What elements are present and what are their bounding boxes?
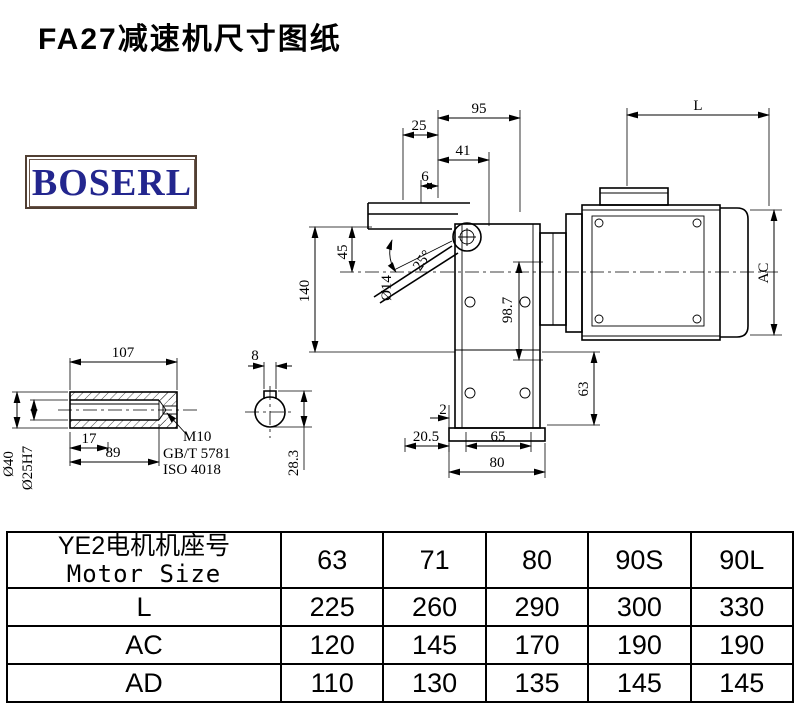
key-section-outline bbox=[254, 390, 286, 428]
page-title: FA27减速机尺寸图纸 bbox=[38, 23, 342, 56]
dim-dia25h7: Ø25H7 bbox=[20, 445, 36, 490]
dim-41: 41 bbox=[456, 143, 471, 159]
dim-80: 80 bbox=[490, 455, 505, 471]
table-cell: 190 bbox=[587, 625, 692, 665]
motor-detail-lines bbox=[582, 192, 720, 337]
dim-25: 25 bbox=[412, 118, 427, 134]
table-cell: 290 bbox=[484, 587, 590, 627]
dim-89: 89 bbox=[106, 445, 121, 461]
table-cell: 260 bbox=[382, 587, 487, 627]
row-label-AC: AC bbox=[6, 625, 282, 665]
table-header-row: YE2电机机座号 Motor Size 63 71 80 90S 90L bbox=[6, 531, 795, 589]
row-label-AD: AD bbox=[6, 663, 282, 703]
table-cell: 300 bbox=[587, 587, 692, 627]
dim-6: 6 bbox=[421, 169, 429, 185]
table-cell: 170 bbox=[484, 625, 590, 665]
key-section-centerlines bbox=[245, 386, 295, 438]
table-row-L: L 225 260 290 300 330 bbox=[6, 587, 795, 627]
table-cell: 130 bbox=[382, 663, 487, 703]
dim-63: 63 bbox=[576, 382, 592, 397]
table-cell: 330 bbox=[689, 587, 795, 627]
shaft-detail-extension-lines bbox=[12, 358, 178, 466]
table-cell: 190 bbox=[689, 625, 795, 665]
boserl-logo: BOSERL bbox=[25, 155, 197, 209]
table-cell: 110 bbox=[279, 663, 385, 703]
shaft-detail-lines bbox=[70, 399, 189, 437]
main-view-extension-lines bbox=[309, 108, 782, 478]
table-cell: 145 bbox=[689, 663, 795, 703]
logo-text: BOSERL bbox=[31, 162, 193, 204]
dim-28-3: 28.3 bbox=[286, 450, 302, 476]
dim-95: 95 bbox=[472, 101, 487, 117]
motor-size-table: YE2电机机座号 Motor Size 63 71 80 90S 90L L 2… bbox=[6, 531, 795, 703]
logo-frame: BOSERL bbox=[29, 159, 195, 207]
shaft-detail-outline bbox=[69, 391, 178, 429]
dim-8: 8 bbox=[251, 348, 259, 364]
label-m10: M10 bbox=[183, 429, 211, 445]
table-header-col-90s: 90S bbox=[587, 531, 692, 589]
table-cell: 135 bbox=[484, 663, 590, 703]
main-view-dimension-lines bbox=[311, 111, 778, 476]
dim-dia14: Ø14 bbox=[379, 275, 395, 301]
dim-107: 107 bbox=[112, 345, 135, 361]
shaft-detail-dimension-lines bbox=[13, 358, 178, 466]
key-section-dimension-lines bbox=[248, 362, 308, 428]
motor-outline bbox=[565, 187, 749, 341]
table-header-col-90l: 90L bbox=[689, 531, 795, 589]
dim-140: 140 bbox=[297, 280, 313, 303]
motor-size-label-en: Motor Size bbox=[66, 559, 222, 588]
table-row-AC: AC 120 145 170 190 190 bbox=[6, 625, 795, 665]
dim-17: 17 bbox=[82, 431, 98, 447]
dim-AC: AC bbox=[756, 263, 772, 284]
dim-45: 45 bbox=[335, 245, 351, 260]
table-header-col-80: 80 bbox=[484, 531, 590, 589]
gearbox-detail-lines bbox=[385, 224, 554, 428]
motor-size-label-cn: YE2电机机座号 bbox=[57, 532, 231, 561]
table-header-col-71: 71 bbox=[382, 531, 487, 589]
table-cell: 145 bbox=[382, 625, 487, 665]
table-cell: 120 bbox=[279, 625, 385, 665]
table-cell: 145 bbox=[587, 663, 692, 703]
label-iso-4018: ISO 4018 bbox=[163, 462, 221, 478]
dim-2: 2 bbox=[439, 402, 447, 418]
dimension-drawing: 95 25 L 41 6 45 25° Ø14 140 98.7 63 AC 2… bbox=[1, 98, 782, 490]
label-gbt-5781: GB/T 5781 bbox=[163, 446, 231, 462]
dim-L: L bbox=[693, 98, 702, 114]
dim-65: 65 bbox=[491, 429, 506, 445]
dim-dia40: Ø40 bbox=[1, 451, 17, 477]
table-cell: 225 bbox=[279, 587, 385, 627]
dim-98-7: 98.7 bbox=[500, 296, 516, 323]
table-row-AD: AD 110 130 135 145 145 bbox=[6, 663, 795, 703]
row-label-L: L bbox=[6, 587, 282, 627]
table-header-motor-size: YE2电机机座号 Motor Size bbox=[6, 531, 282, 589]
table-header-col-63: 63 bbox=[279, 531, 385, 589]
dim-20-5: 20.5 bbox=[413, 429, 439, 445]
